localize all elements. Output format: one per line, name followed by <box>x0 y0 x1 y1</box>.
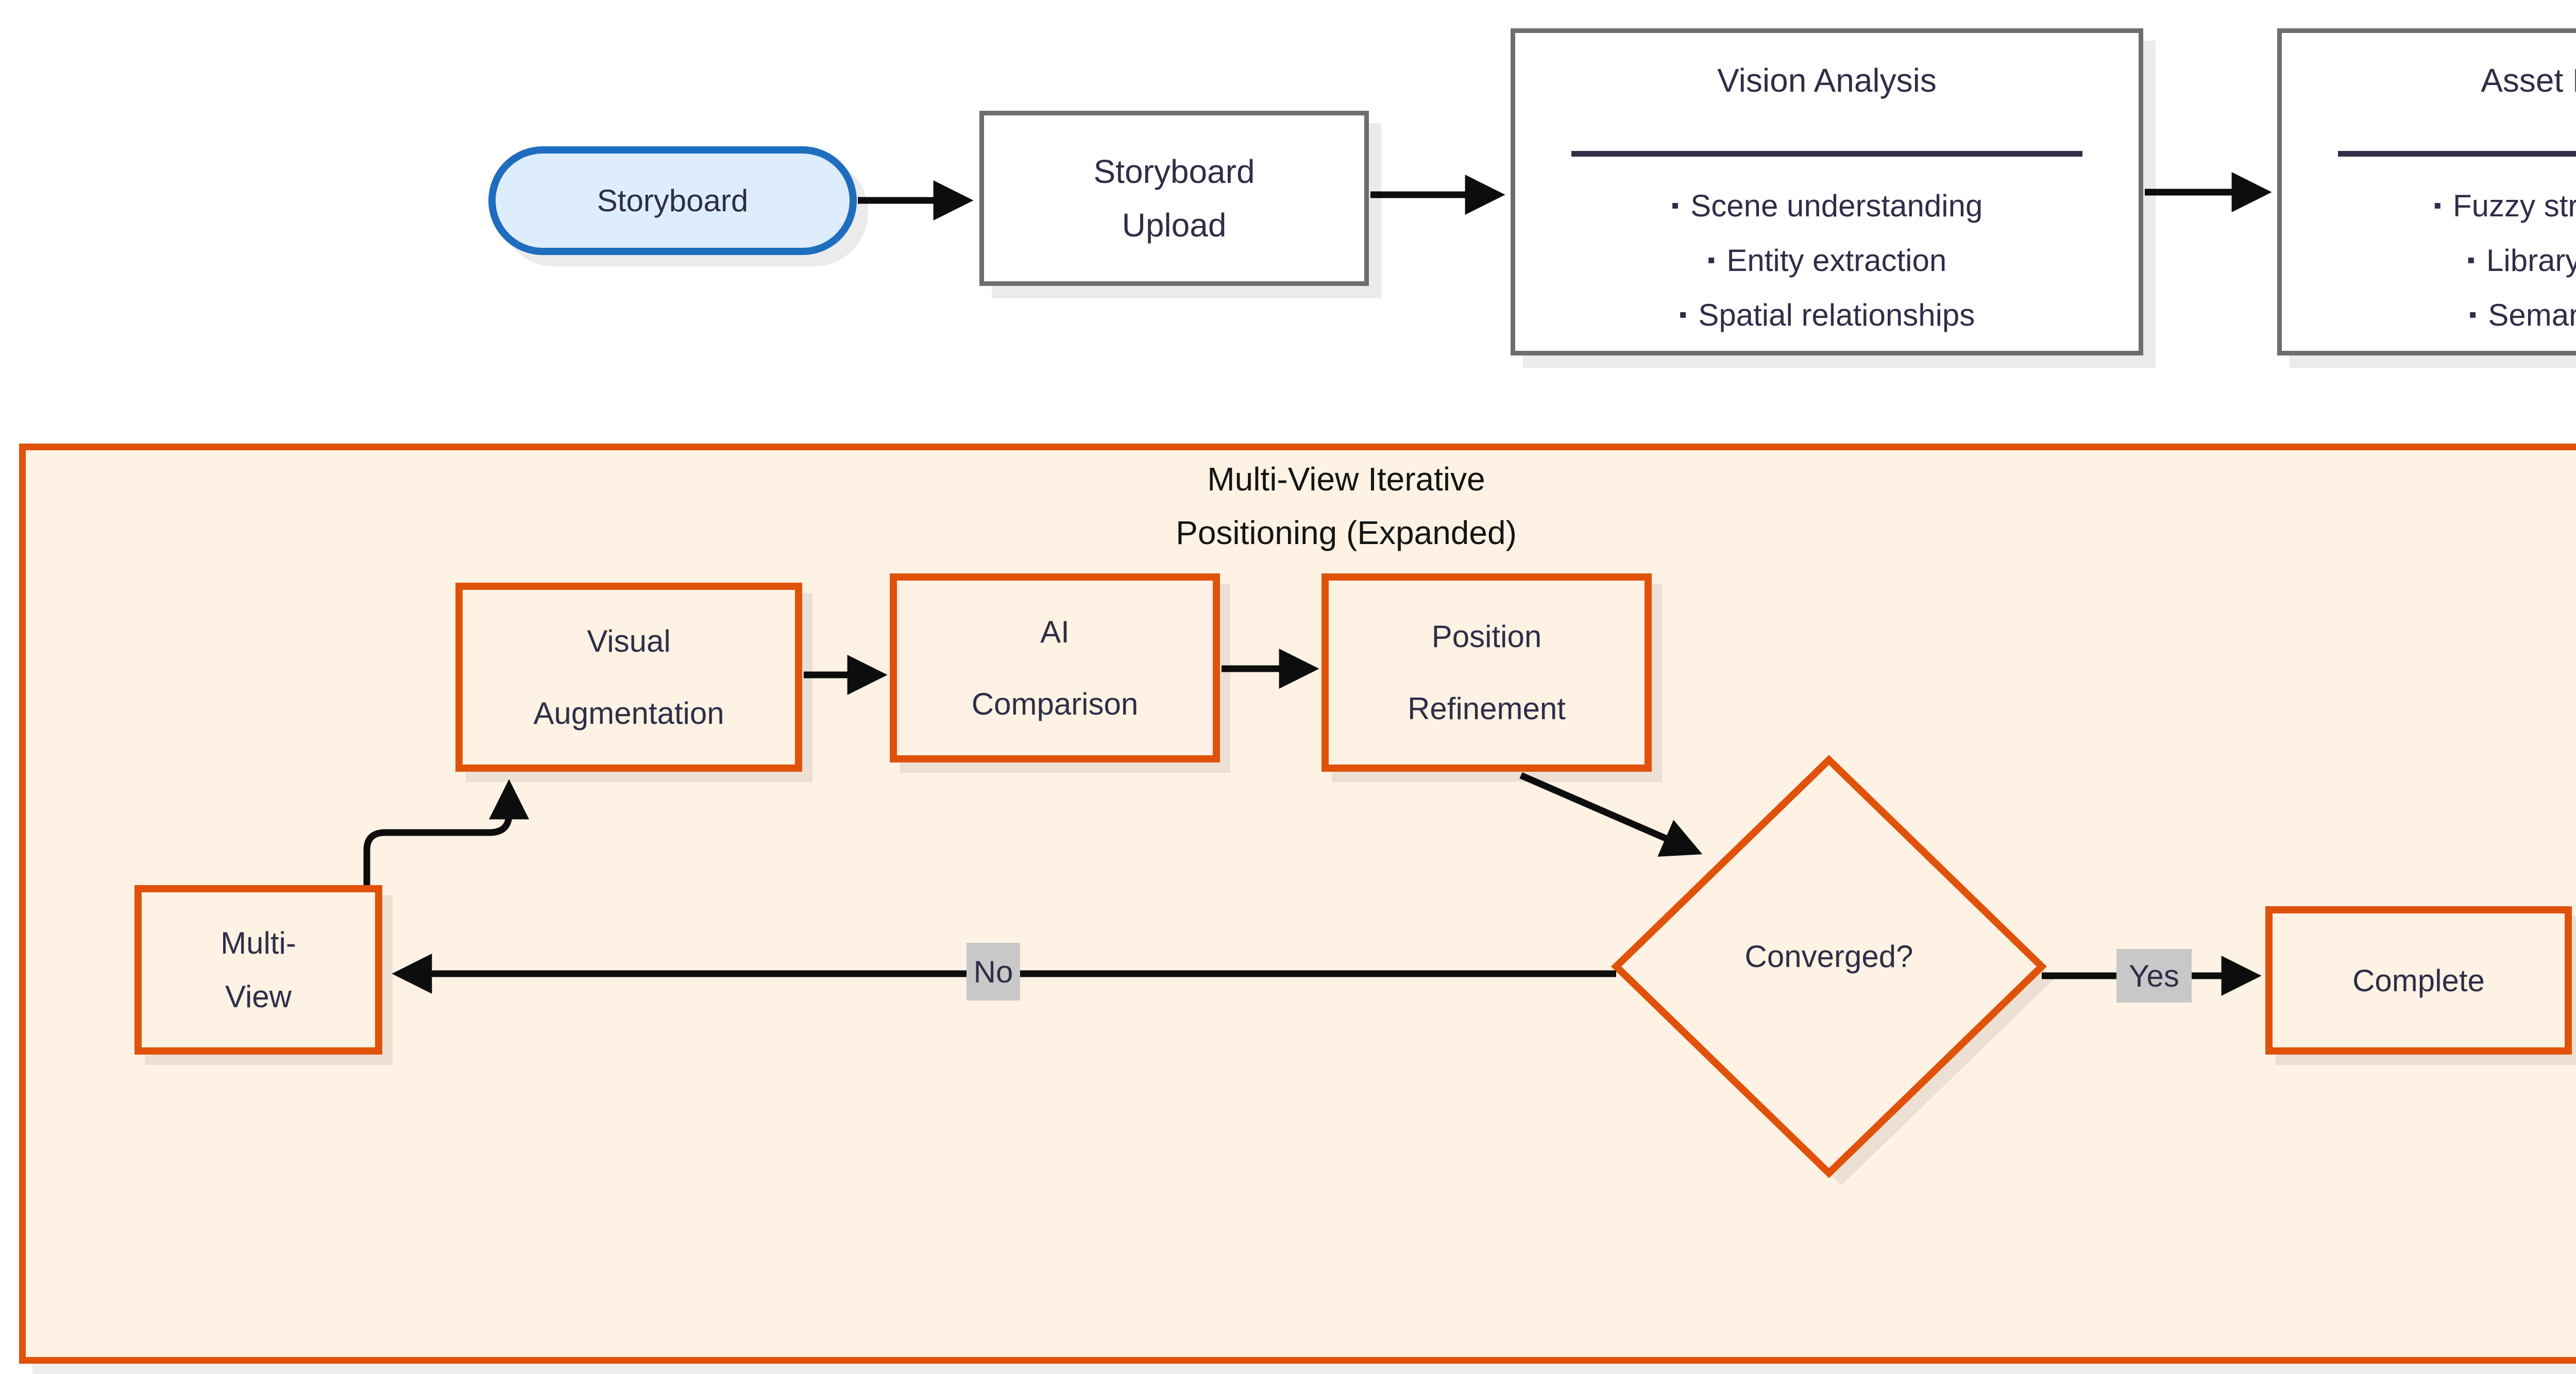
list-item: ▪ Entity extraction <box>1515 233 2139 287</box>
node-line1: Position <box>1431 619 1542 654</box>
stage-vision-analysis: Vision Analysis ▪ Scene understanding ▪ En… <box>1511 28 2143 355</box>
list-item-text: Fuzzy string matching <box>2453 188 2576 223</box>
node-position-refinement: Position Refinement <box>1321 573 1652 772</box>
bullet-icon: ▪ <box>2468 302 2477 327</box>
node-converged-label: Converged? <box>1744 939 1913 974</box>
stage-title: Asset Matching <box>2481 62 2576 99</box>
list-item-text: Entity extraction <box>1726 243 1947 278</box>
list-item: ▪ Fuzzy string matching <box>2282 178 2576 233</box>
stage-items: ▪ Fuzzy string matching ▪ Library validati… <box>2282 178 2576 342</box>
storyboard-upload-line1: Storyboard <box>1093 153 1255 190</box>
node-line1: AI <box>1040 614 1070 649</box>
list-item-text: Scene understanding <box>1690 188 1983 223</box>
node-ai-comparison: AI Comparison <box>890 573 1220 762</box>
node-line2: Augmentation <box>533 696 724 731</box>
list-item-text: Semantic search <box>2488 297 2576 332</box>
node-line1: Complete <box>2352 963 2485 998</box>
expanded-container <box>19 444 2576 1364</box>
stage-asset-matching: Asset Matching ▪ Fuzzy string matching ▪ L… <box>2277 28 2576 355</box>
bullet-icon: ▪ <box>2467 247 2476 273</box>
node-line2: Comparison <box>971 686 1139 721</box>
storyboard-pill-label: Storyboard <box>597 183 749 218</box>
bullet-icon: ▪ <box>2433 193 2442 218</box>
list-item-text: Spatial relationships <box>1698 297 1975 332</box>
expanded-title: Multi-View Iterative Positioning (Expand… <box>19 452 2576 559</box>
label-no: No <box>967 943 1020 1000</box>
list-item: ▪ Semantic search <box>2282 287 2576 342</box>
label-yes: Yes <box>2116 949 2192 1003</box>
bullet-icon: ▪ <box>1707 247 1716 273</box>
storyboard-upload-line2: Upload <box>1122 207 1227 244</box>
node-line2: Refinement <box>1408 691 1566 726</box>
list-item: ▪ Scene understanding <box>1515 178 2139 233</box>
node-complete: Complete <box>2265 906 2572 1055</box>
node-visual-augmentation: Visual Augmentation <box>455 583 802 772</box>
divider <box>1571 151 2083 157</box>
converged-diamond-shape <box>1611 755 2047 1178</box>
node-line1: Visual <box>587 623 671 658</box>
list-item-text: Library validation <box>2486 243 2576 278</box>
node-multi-view: Multi- View <box>134 885 382 1055</box>
bullet-icon: ▪ <box>1671 193 1680 218</box>
expanded-title-line1: Multi-View Iterative <box>1207 461 1485 498</box>
arrow-position-to-converged <box>1519 772 1703 857</box>
storyboard-upload-node: Storyboard Upload <box>979 111 1369 286</box>
bullet-icon: ▪ <box>1679 302 1687 327</box>
stage-items: ▪Scene understanding ▪Entity extraction … <box>1515 178 2139 342</box>
divider <box>2337 151 2576 157</box>
list-item: ▪ Library validation <box>2282 233 2576 287</box>
node-line1: Multi- <box>221 925 296 960</box>
node-line2: View <box>225 979 292 1014</box>
storyboard-pill: Storyboard <box>488 146 857 255</box>
expanded-title-line2: Positioning (Expanded) <box>1176 514 1517 551</box>
list-item: ▪ Spatial relationships <box>1515 287 2139 342</box>
arrow-multiview-to-visual-augmentation <box>363 779 529 885</box>
stage-title: Vision Analysis <box>1717 62 1937 99</box>
